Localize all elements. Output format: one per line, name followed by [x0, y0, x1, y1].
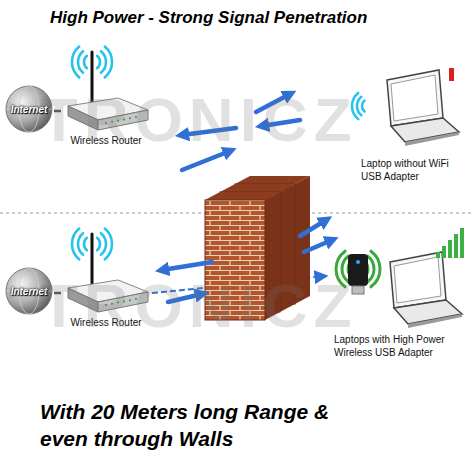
node-label: Laptop without WiFi USB Adapter [345, 158, 463, 183]
signal-arrows [162, 220, 332, 302]
router-icon [62, 222, 152, 317]
node-label: Internet [4, 266, 54, 316]
signal-arrows [182, 94, 300, 170]
brick-wall [205, 176, 310, 320]
cable-line [54, 110, 61, 113]
node-label: Wireless Router [62, 317, 152, 330]
router-node: Wireless Router [62, 222, 152, 330]
laptop-icon [328, 224, 470, 334]
node-label: Internet [4, 84, 54, 134]
router-node: Wireless Router [62, 40, 152, 148]
internet-globe: Internet [4, 266, 54, 316]
internet-globe: Internet [4, 84, 54, 134]
laptop-icon [345, 62, 463, 158]
laptop-node: Laptop without WiFi USB Adapter [345, 62, 463, 183]
title: High Power - Strong Signal Penetration [50, 8, 367, 28]
laptop-node: Laptops with High Power Wireless USB Ada… [328, 224, 470, 359]
cable-line [54, 292, 61, 295]
caption: With 20 Meters long Range & even through… [40, 398, 380, 453]
router-icon [62, 40, 152, 135]
node-label: Laptops with High Power Wireless USB Ada… [328, 334, 470, 359]
node-label: Wireless Router [62, 135, 152, 148]
